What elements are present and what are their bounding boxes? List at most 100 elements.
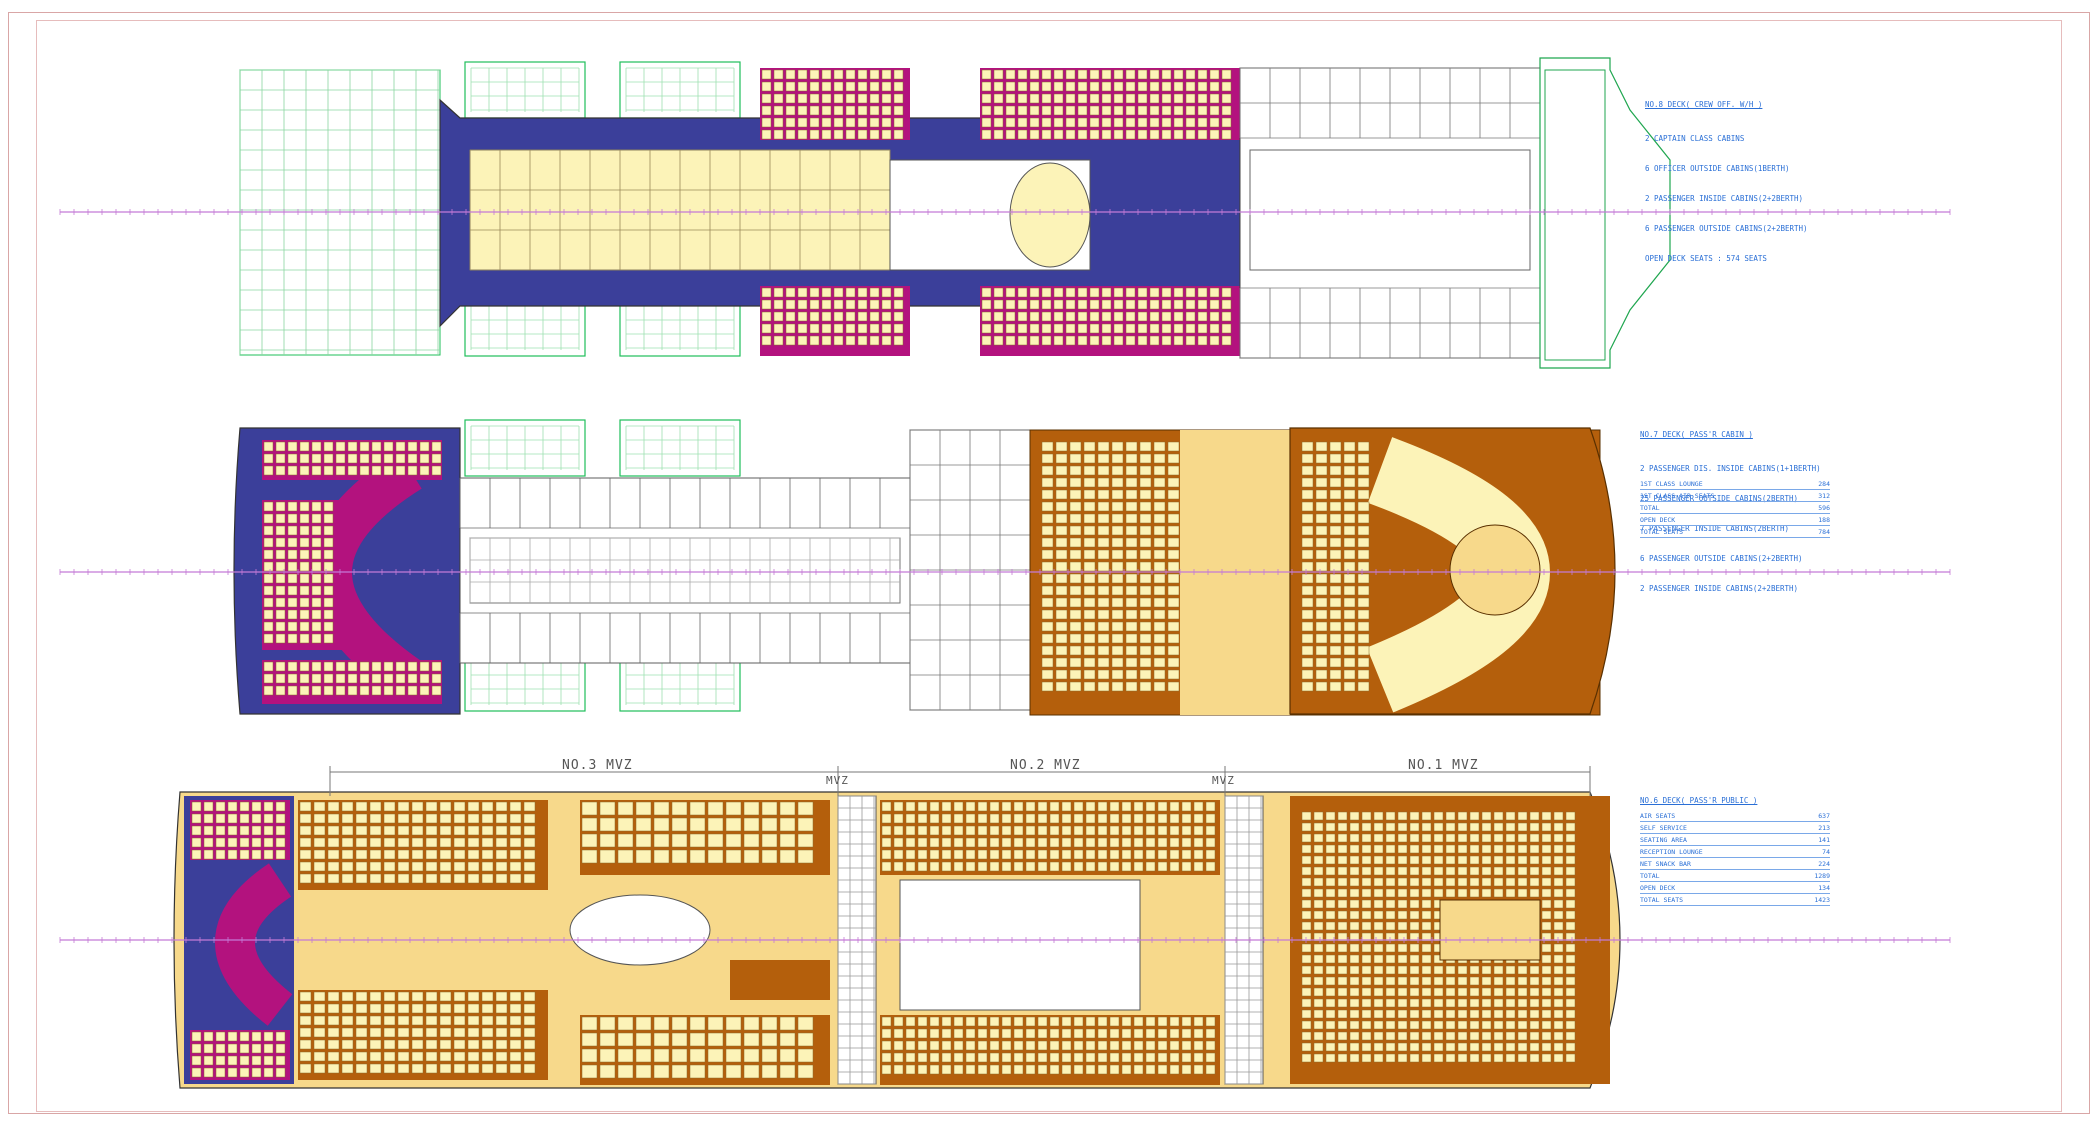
deck8-line: 6 OFFICER OUTSIDE CABINS(1BERTH) <box>1645 164 1790 173</box>
seat <box>1565 811 1576 821</box>
seat <box>1013 1040 1024 1051</box>
seat <box>1329 669 1342 680</box>
seat <box>581 817 598 832</box>
seat <box>1185 69 1196 80</box>
seat <box>1125 657 1138 668</box>
seat <box>1041 669 1054 680</box>
seat <box>893 1016 904 1027</box>
seat <box>1139 633 1152 644</box>
seat <box>857 299 868 310</box>
seat <box>1073 825 1084 836</box>
seat <box>1325 1042 1336 1052</box>
seat <box>1157 1028 1168 1039</box>
seat <box>1111 489 1124 500</box>
seat <box>1553 987 1564 997</box>
seat <box>1065 287 1076 298</box>
seat <box>1017 117 1028 128</box>
seat <box>1301 954 1312 964</box>
seat <box>1349 954 1360 964</box>
seat <box>1149 287 1160 298</box>
seat <box>411 1051 424 1062</box>
seat <box>1125 81 1136 92</box>
seat <box>989 1040 1000 1051</box>
seat <box>1385 822 1396 832</box>
seat <box>431 685 442 696</box>
seat <box>1001 1064 1012 1075</box>
seat <box>1357 573 1370 584</box>
seat <box>1481 822 1492 832</box>
seat <box>761 1048 778 1063</box>
seat <box>1197 117 1208 128</box>
seat <box>1167 681 1180 692</box>
seat <box>1001 801 1012 812</box>
seat <box>1125 105 1136 116</box>
seat <box>1069 441 1082 452</box>
seat <box>1373 1020 1384 1030</box>
seat <box>1197 93 1208 104</box>
seat <box>1209 129 1220 140</box>
seat <box>1101 105 1112 116</box>
seat <box>797 117 808 128</box>
seat <box>263 813 274 824</box>
seat <box>397 873 410 884</box>
seat <box>467 1027 480 1038</box>
seat <box>425 1051 438 1062</box>
seat <box>1357 489 1370 500</box>
seat <box>977 861 988 872</box>
seat-value: 1423 <box>1814 895 1830 904</box>
seat <box>1109 837 1120 848</box>
seat <box>1505 855 1516 865</box>
seat <box>1349 1042 1360 1052</box>
seat <box>1065 105 1076 116</box>
seat <box>1469 844 1480 854</box>
seat <box>1301 453 1314 464</box>
seat <box>1121 1040 1132 1051</box>
seat <box>411 1003 424 1014</box>
seat <box>299 991 312 1002</box>
seat <box>989 813 1000 824</box>
seat <box>941 1028 952 1039</box>
seat <box>1209 335 1220 346</box>
seat <box>653 833 670 848</box>
seat <box>495 1051 508 1062</box>
seat <box>1517 855 1528 865</box>
seat <box>1181 1016 1192 1027</box>
seat <box>1073 861 1084 872</box>
seat <box>1041 513 1054 524</box>
seat <box>299 441 310 452</box>
seat <box>369 991 382 1002</box>
seat <box>869 335 880 346</box>
seat <box>1357 621 1370 632</box>
seat <box>1061 849 1072 860</box>
seat <box>1153 549 1166 560</box>
seat <box>275 597 286 608</box>
seat <box>881 861 892 872</box>
deck8-title: NO.8 DECK( CREW OFF. W/H ) <box>1645 100 1763 109</box>
seat <box>1153 537 1166 548</box>
seat <box>313 1051 326 1062</box>
seat <box>1205 813 1216 824</box>
seat <box>1041 287 1052 298</box>
seat <box>1041 657 1054 668</box>
seat <box>299 825 312 836</box>
seat <box>1565 1042 1576 1052</box>
seat <box>1025 1052 1036 1063</box>
seat <box>1209 311 1220 322</box>
seat <box>1337 921 1348 931</box>
seat <box>1153 597 1166 608</box>
seat <box>689 1032 706 1047</box>
seat <box>327 1027 340 1038</box>
seat <box>1085 813 1096 824</box>
seat <box>1409 965 1420 975</box>
seat <box>431 465 442 476</box>
seat <box>383 661 394 672</box>
seat <box>929 801 940 812</box>
seat <box>1181 801 1192 812</box>
deck7-line: 7 PASSENGER INSIDE CABINS(2BERTH) <box>1640 524 1790 533</box>
seat <box>1111 609 1124 620</box>
seat <box>263 537 274 548</box>
seat <box>1125 299 1136 310</box>
seat <box>1097 1040 1108 1051</box>
seat <box>191 1031 202 1042</box>
